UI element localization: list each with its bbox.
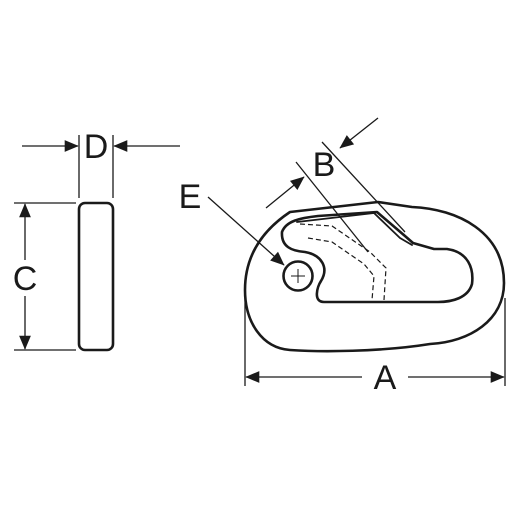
pin-hole	[282, 260, 314, 292]
b-extension-lower	[295, 161, 369, 253]
front-view	[243, 200, 506, 353]
dimension-d	[22, 135, 180, 198]
e-leader	[207, 196, 285, 266]
hook-outline	[243, 200, 506, 353]
pin-center-mark	[291, 269, 305, 283]
dimension-c	[14, 202, 76, 351]
dimension-a	[244, 298, 506, 386]
hidden-line-inner	[307, 237, 375, 301]
dimension-b	[265, 117, 406, 253]
b-extension-upper	[321, 141, 406, 233]
label-e: E	[179, 178, 202, 216]
side-view	[77, 201, 115, 352]
hook-throat	[280, 210, 474, 304]
label-c: C	[13, 260, 38, 298]
plate-edge	[77, 201, 115, 352]
gate-line	[296, 212, 413, 246]
b-arrow-upper	[339, 117, 379, 149]
label-d: D	[84, 128, 109, 166]
dimension-e	[207, 196, 285, 266]
label-a: A	[374, 359, 397, 397]
label-b: B	[313, 146, 336, 184]
hidden-lines	[299, 223, 387, 301]
b-arrow-lower	[265, 176, 305, 209]
